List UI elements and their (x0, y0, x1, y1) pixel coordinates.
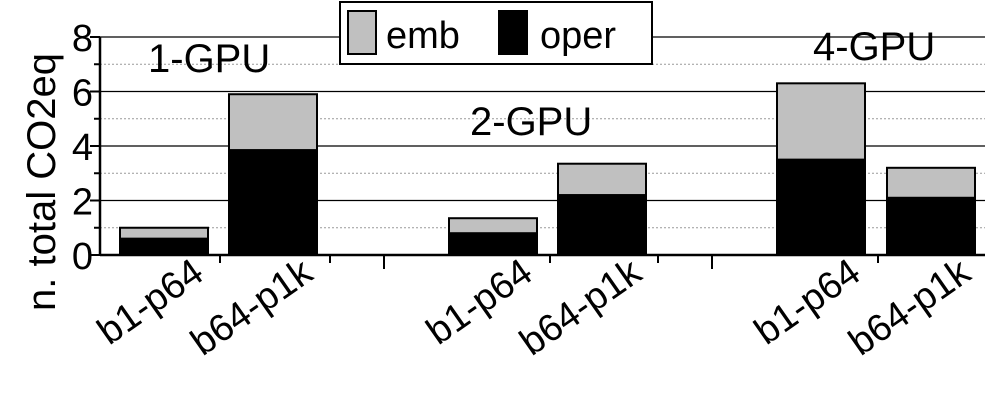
y-tick-label: 2 (72, 182, 93, 224)
bar-segment-oper (776, 158, 866, 256)
bar-segment-emb (119, 226, 209, 240)
bar-segment-oper (448, 232, 538, 256)
category-label: b64-p1k (184, 250, 321, 364)
bar-segment-emb (776, 82, 866, 161)
y-tick-label: 4 (72, 127, 93, 169)
axes (90, 36, 985, 269)
legend: emb oper (339, 1, 653, 65)
bar-segment-emb (557, 162, 647, 197)
legend-box (339, 1, 653, 65)
group-label: 1-GPU (148, 37, 270, 81)
y-tick-label: 8 (72, 18, 93, 60)
bars (119, 82, 976, 257)
legend-swatch-oper (498, 10, 528, 55)
y-axis-title: n. total CO2eq (20, 53, 64, 311)
bar-segment-oper (228, 149, 318, 256)
bar-segment-emb (448, 217, 538, 235)
group-label: 4-GPU (813, 25, 935, 69)
bar-segment-emb (228, 93, 318, 152)
category-label: b64-p1k (513, 250, 650, 364)
category-label: b64-p1k (842, 250, 979, 364)
bar-segment-oper (119, 237, 209, 256)
legend-label-oper: oper (540, 15, 616, 57)
legend-swatch-emb (347, 10, 377, 55)
y-tick-label: 0 (72, 236, 93, 278)
bar-segment-emb (886, 166, 976, 199)
bar-segment-oper (886, 196, 976, 256)
bar-segment-oper (557, 194, 647, 257)
legend-label-emb: emb (386, 15, 460, 57)
group-label: 2-GPU (470, 100, 592, 144)
y-tick-label: 6 (72, 73, 93, 115)
